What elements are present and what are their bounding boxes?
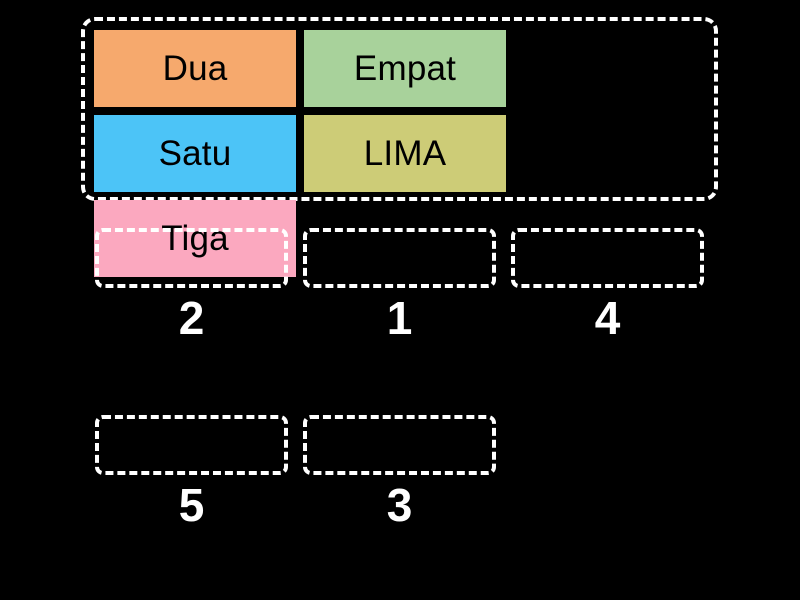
word-tile-lima[interactable]: LIMA xyxy=(304,115,506,192)
answer-slot-cell-1: 1 xyxy=(303,228,496,342)
slot-number-label: 5 xyxy=(178,479,205,531)
drop-slot-4[interactable] xyxy=(511,228,704,288)
drop-slot-1[interactable] xyxy=(303,228,496,288)
word-tile-label: LIMA xyxy=(363,134,447,173)
slot-number-label: 3 xyxy=(386,479,413,531)
word-tile-tiga[interactable]: Tiga xyxy=(94,200,296,277)
word-tile-label: Empat xyxy=(353,49,457,88)
drop-slot-3[interactable] xyxy=(303,415,496,475)
answer-slot-cell-4: 4 xyxy=(511,228,704,342)
slot-number-label: 2 xyxy=(178,292,205,344)
answer-slot-cell-5: 5 xyxy=(95,415,288,529)
answer-row-2: 5 3 xyxy=(95,415,496,529)
word-tile-label: Satu xyxy=(158,134,232,173)
drop-slot-5[interactable] xyxy=(95,415,288,475)
word-bank-container: Dua Empat Satu LIMA Tiga xyxy=(81,17,718,277)
answer-slot-cell-2: 2 xyxy=(95,228,288,342)
slot-number-label: 4 xyxy=(594,292,621,344)
answer-slot-cell-3: 3 xyxy=(303,415,496,529)
word-tile-empat[interactable]: Empat xyxy=(304,30,506,107)
word-tile-label: Dua xyxy=(162,49,228,88)
word-tile-dua[interactable]: Dua xyxy=(94,30,296,107)
word-tile-label: Tiga xyxy=(161,219,229,258)
answer-row-1: 2 1 4 xyxy=(95,228,704,342)
word-tile-satu[interactable]: Satu xyxy=(94,115,296,192)
drop-slot-2[interactable] xyxy=(95,228,288,288)
slot-number-label: 1 xyxy=(386,292,413,344)
word-tile-grid: Dua Empat Satu LIMA Tiga xyxy=(94,30,705,277)
